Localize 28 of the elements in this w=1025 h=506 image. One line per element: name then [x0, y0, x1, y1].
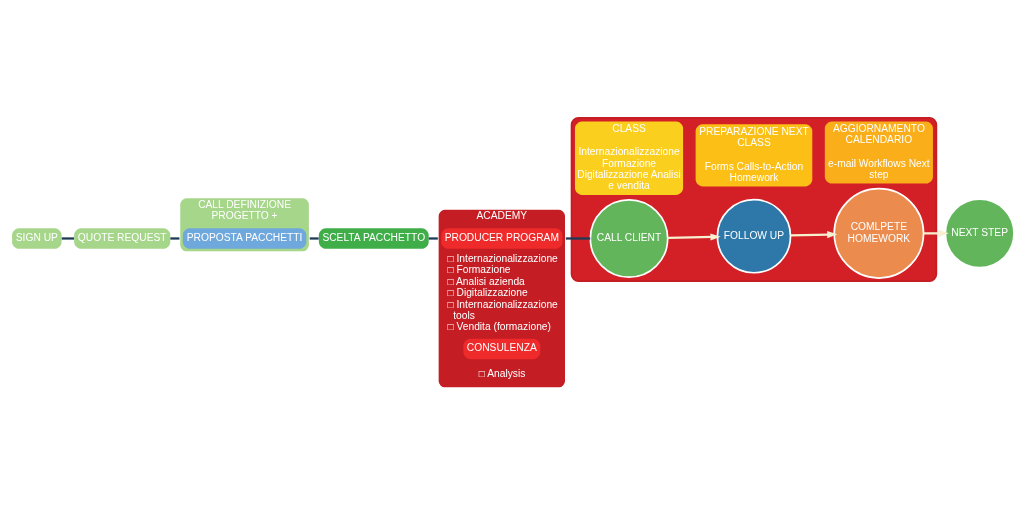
node-box: SIGN UP	[11, 228, 62, 249]
node-label: □ Digitalizzazione	[446, 287, 528, 299]
node-circle: NEXT STEP	[944, 198, 1015, 269]
node-box: PREPARAZIONE NEXT CLASS Forms Calls-to-Action Homework	[695, 124, 812, 187]
node-box: QUOTE REQUEST	[73, 228, 170, 249]
node-label: □ Formazione	[446, 264, 511, 276]
node-label: □ Vendita (formazione)	[446, 321, 551, 333]
node-label: □ Internazionalizzazione	[446, 253, 558, 265]
node-box: PROPOSTA PACCHETTI	[182, 228, 306, 249]
connector	[428, 237, 438, 240]
arrow	[667, 233, 721, 241]
node-label: □ Analysis	[478, 368, 525, 380]
node-box: SCELTA PACCHETTO	[318, 228, 429, 249]
arrow	[923, 229, 949, 237]
connector	[565, 237, 590, 240]
connector	[309, 237, 319, 240]
node-box: CONSULENZA	[462, 338, 540, 360]
connector	[169, 237, 179, 240]
node-box: CLASS Internazionalizzazione Formazione Digitalizzazione Analisi e vendita	[574, 121, 683, 195]
arrow	[790, 230, 837, 239]
node-box: PRODUCER PROGRAM	[440, 228, 562, 249]
node-circle: FOLLOW UP	[716, 198, 791, 274]
node-label: □ Internazionalizzazione tools	[446, 298, 558, 321]
node-circle: COMLPETE HOMEWORK	[832, 187, 924, 279]
connector	[61, 237, 74, 240]
node-label: □ Analisi azienda	[446, 275, 525, 287]
node-circle: CALL CLIENT	[589, 199, 669, 278]
node-box: AGGIORNAMENTO CALENDARIO e-mail Workflows Next step	[824, 121, 933, 184]
